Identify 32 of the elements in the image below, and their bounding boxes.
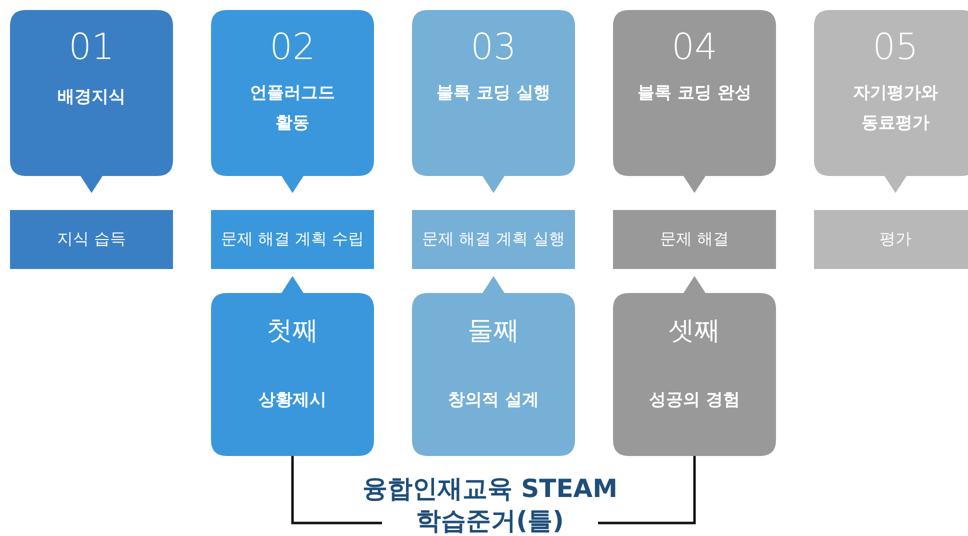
step-title: 상황제시 — [258, 389, 328, 412]
step-number: 04 — [670, 28, 718, 68]
callout-box — [211, 276, 374, 456]
callout-box — [613, 276, 776, 456]
step-bar: 문제 해결 계획 실행 — [412, 210, 575, 269]
callout-box — [211, 10, 374, 193]
callout-box — [613, 10, 776, 193]
callout-box — [412, 10, 575, 193]
step-title: 배경지식 — [56, 86, 126, 109]
step-number: 01 — [68, 28, 116, 68]
bracket-line — [598, 456, 696, 524]
step-bar: 지식 습득 — [10, 210, 173, 269]
step-number: 03 — [470, 28, 518, 68]
step-number: 둘째 — [466, 315, 520, 348]
callout-box — [814, 10, 968, 193]
bracket-line — [291, 456, 382, 524]
step-title: 언플러그드 활동 — [249, 82, 336, 135]
step-title: 성공의 경험 — [648, 389, 741, 412]
step-title: 블록 코딩 완성 — [636, 82, 752, 105]
step-number: 02 — [268, 28, 316, 68]
step-number: 셋째 — [668, 315, 722, 348]
caption-text: 융합인재교육 STEAM 학습준거(틀) — [330, 473, 650, 536]
step-title: 블록 코딩 실행 — [436, 82, 552, 105]
callout-box — [412, 276, 575, 456]
step-bar: 문제 해결 — [613, 210, 776, 269]
step-number: 첫째 — [266, 315, 320, 348]
step-title: 창의적 설계 — [447, 389, 540, 412]
step-bar: 문제 해결 계획 수립 — [211, 210, 374, 269]
step-bar: 평가 — [814, 210, 968, 269]
step-number: 05 — [872, 28, 920, 68]
step-title: 자기평가와 동료평가 — [852, 82, 939, 135]
callout-box — [10, 10, 173, 193]
